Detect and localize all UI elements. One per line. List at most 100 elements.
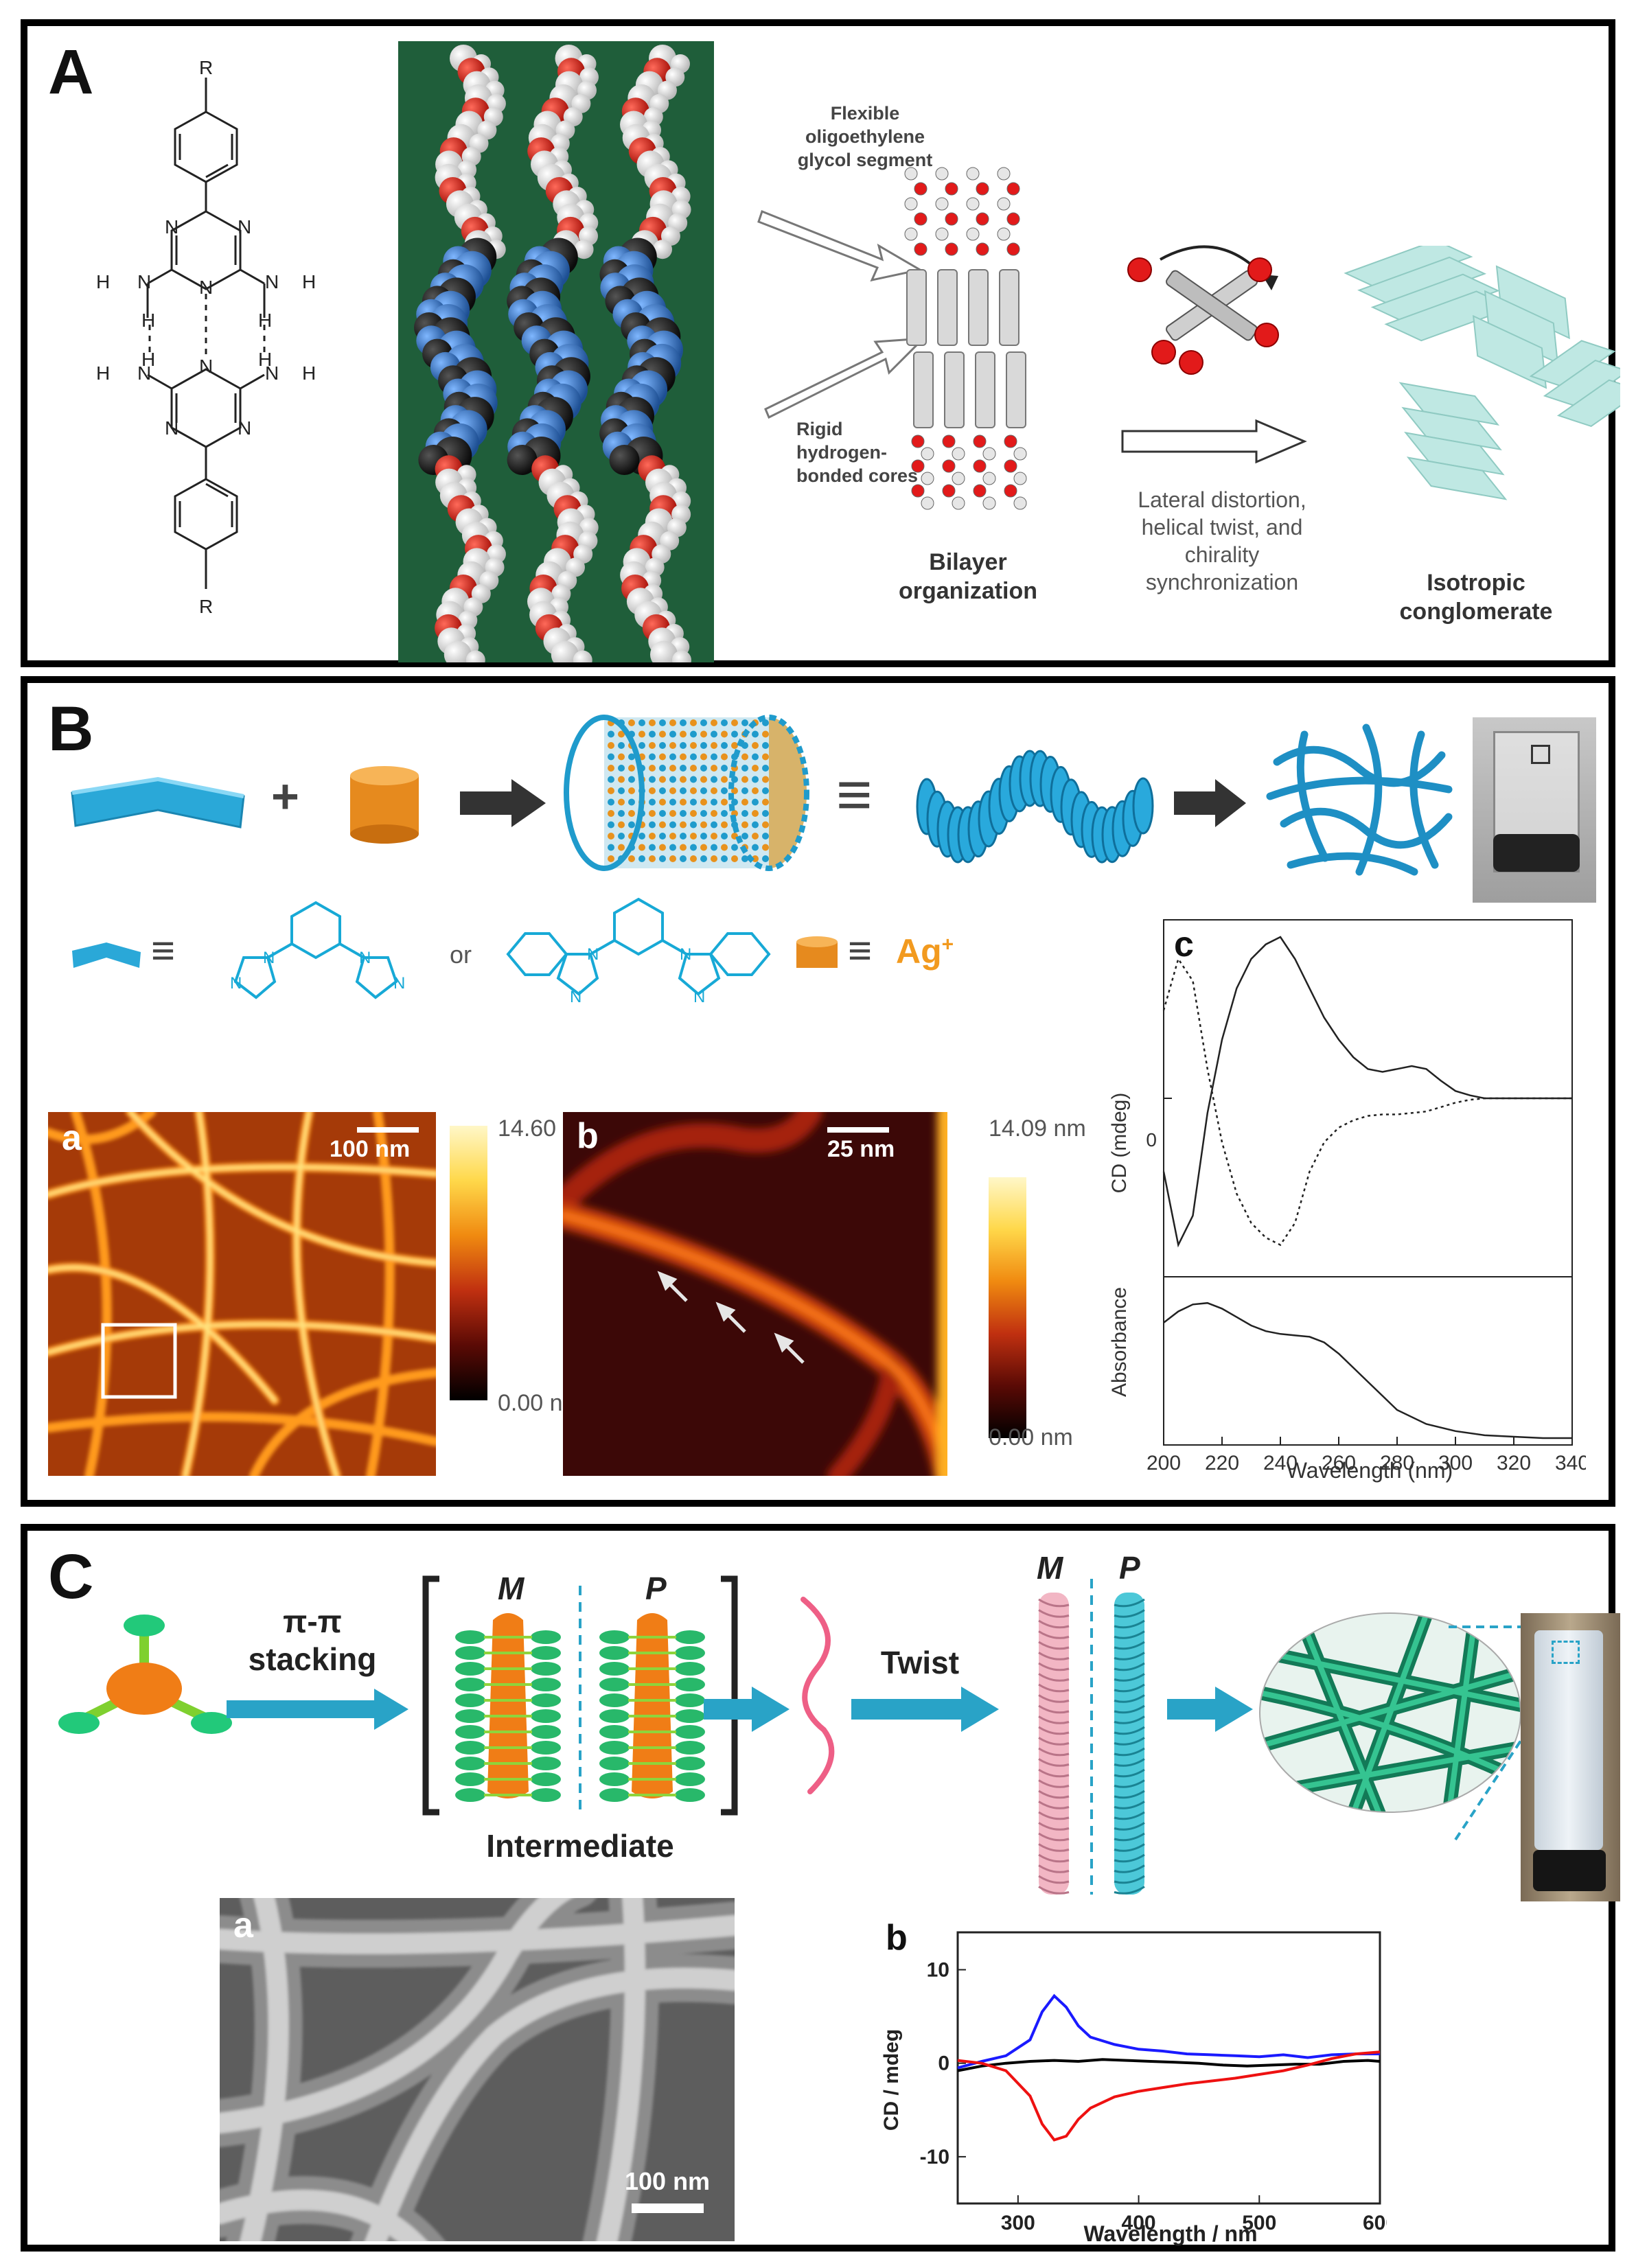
chart-c-b-ytick-label: -10 xyxy=(920,2146,949,2168)
legend-equiv-2: ≡ xyxy=(848,927,873,973)
rigid-cores-label: Rigid hydrogen- bonded cores xyxy=(796,419,919,486)
intermediate-label: Intermediate xyxy=(486,1828,674,1864)
wavy-fiber-icon xyxy=(800,1597,835,1794)
chart-c-b-label: b xyxy=(886,1918,908,1958)
stacking-label: stacking xyxy=(248,1641,377,1677)
silver-ion-cylinder-icon xyxy=(350,766,419,844)
silver-ion-label: Ag+ xyxy=(896,932,954,971)
chart-b-c-ylabel-top: CD (mdeg) xyxy=(1108,1093,1131,1194)
chart-b-c: c CD (mdeg) Absorbance Wavelength (nm) 0… xyxy=(1108,919,1586,1483)
chart-c-b-xtick-label: 400 xyxy=(1122,2212,1156,2234)
helix-p-label: P xyxy=(1119,1550,1140,1586)
chart-c-b-xtick-label: 600 xyxy=(1363,2212,1387,2234)
svg-text:N: N xyxy=(199,277,213,298)
panel-c-label: C xyxy=(48,1542,94,1612)
afm-image-b: b 25 nm xyxy=(563,1112,947,1476)
process-arrow xyxy=(1121,419,1307,464)
svg-text:H: H xyxy=(96,362,110,384)
isotropic-conglomerate-label: Isotropic conglomerate xyxy=(1399,570,1553,625)
pi-pi-label: π-π xyxy=(283,1604,342,1639)
chart-b-c-xtick-label: 320 xyxy=(1497,1452,1531,1474)
equivalence-sign: ≡ xyxy=(836,761,873,829)
chart-b-c-xtick-label: 220 xyxy=(1205,1452,1239,1474)
afm-image-a: a 100 nm xyxy=(48,1112,436,1476)
bilayer-organization-label: Bilayer organization xyxy=(898,549,1038,604)
plus-sign: + xyxy=(271,769,299,823)
svg-text:N: N xyxy=(359,949,371,967)
svg-text:N: N xyxy=(265,271,279,292)
afm-a-colorbar xyxy=(450,1126,487,1400)
gel-vial-photo-c xyxy=(1521,1613,1620,1901)
svg-text:N: N xyxy=(238,216,251,238)
svg-text:N: N xyxy=(137,362,151,384)
intermediate-stacks: M P xyxy=(422,1571,738,1816)
chart-b-c-label: c xyxy=(1174,925,1194,964)
panel-b-label: B xyxy=(48,694,94,764)
bilayer-organization-diagram xyxy=(904,167,1027,510)
or-label: or xyxy=(450,940,472,969)
chart-b-c-cd-series-solid xyxy=(1162,936,1572,1248)
chart-b-c-frame xyxy=(1163,919,1573,1446)
chart-b-c-cd-series-dotted xyxy=(1162,957,1572,1247)
svg-text:N: N xyxy=(165,417,178,439)
gel-vial-photo xyxy=(1473,717,1596,903)
chart-b-c-absorbance-series xyxy=(1163,1301,1572,1439)
helix-m-label: M xyxy=(1037,1550,1064,1586)
chart-c-b-xtick-label: 500 xyxy=(1242,2212,1276,2234)
svg-text:H: H xyxy=(302,271,316,292)
space-filling-model-image xyxy=(398,41,714,662)
helix-icon xyxy=(916,750,1154,864)
afm-b-colorbar-max: 14.09 nm xyxy=(989,1115,1086,1142)
svg-text:H: H xyxy=(96,271,110,292)
hydrogen-bonded-dimer-structure: R R N N N N N H H H H H H N N N H H N N xyxy=(96,57,316,617)
molecular-chains xyxy=(414,45,691,662)
legend-equiv-1: ≡ xyxy=(151,927,176,973)
chart-c-b-series-0 xyxy=(957,1993,1380,2070)
isotropic-conglomerate-diagram xyxy=(1344,246,1620,500)
svg-text:N: N xyxy=(137,271,151,292)
svg-text:H: H xyxy=(302,362,316,384)
svg-text:H: H xyxy=(141,349,155,370)
r-group-top: R xyxy=(199,57,213,78)
nanotube-icon xyxy=(564,715,809,871)
sem-scale-label: 100 nm xyxy=(625,2167,711,2195)
chart-c-b-ytick-label: 0 xyxy=(938,2052,949,2075)
ligand-legend-bent-icon xyxy=(72,942,141,968)
afm-a-label: a xyxy=(62,1118,82,1158)
arrow-right-icon xyxy=(460,779,546,827)
chirality-twist-icon xyxy=(1127,245,1279,375)
panel-a: A xyxy=(21,19,1620,667)
afm-b-colorbar-min: 0.00 nm xyxy=(989,1424,1073,1450)
ag-legend-cylinder-icon xyxy=(796,936,838,968)
chart-b-c-xtick-label: 300 xyxy=(1438,1452,1473,1474)
svg-text:N: N xyxy=(263,949,275,967)
chart-b-c-xtick-label: 240 xyxy=(1263,1452,1298,1474)
svg-text:N: N xyxy=(693,988,705,1006)
sem-label: a xyxy=(233,1906,253,1945)
chart-c-b-series-1 xyxy=(957,2058,1381,2072)
sem-image: a 100 nm xyxy=(220,1898,735,2241)
chart-b-c-zero-tick: 0 xyxy=(1146,1129,1157,1150)
svg-text:N: N xyxy=(587,945,599,964)
arrow-right-icon-2 xyxy=(1174,779,1246,827)
panel-c: C π-π stacking M P Intermediate Twist M … xyxy=(21,1524,1620,2252)
svg-text:N: N xyxy=(165,216,178,238)
svg-text:N: N xyxy=(570,988,581,1006)
r-group-bottom: R xyxy=(199,596,213,617)
panel-b: B + ≡ ≡ xyxy=(21,676,1615,1507)
chart-c-b-series-2 xyxy=(957,2050,1381,2142)
process-label: Lateral distortion, helical twist, and c… xyxy=(1138,487,1306,594)
svg-text:H: H xyxy=(258,349,272,370)
fiber-network-ellipse xyxy=(1259,1612,1521,1813)
chart-b-c-xtick-label: 200 xyxy=(1147,1452,1181,1474)
chart-c-b-xtick-label: 300 xyxy=(1001,2212,1035,2234)
svg-text:N: N xyxy=(238,417,251,439)
mp-helices: M P xyxy=(1037,1550,1145,1895)
arrow-stacking xyxy=(227,1689,408,1730)
svg-text:N: N xyxy=(230,974,242,993)
svg-text:N: N xyxy=(680,945,691,964)
twist-label: Twist xyxy=(880,1645,960,1680)
svg-text:N: N xyxy=(265,362,279,384)
intermediate-p-label: P xyxy=(645,1571,667,1606)
